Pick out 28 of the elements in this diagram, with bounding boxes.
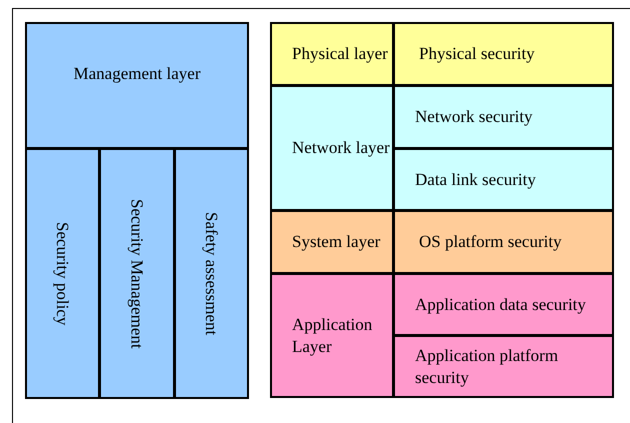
node-label: Safety assessment [201,212,222,336]
column-box [174,148,249,399]
node-label: Security policy [52,222,74,326]
layer-box [270,85,394,211]
security-box [393,210,614,274]
node-label: System layer [292,231,380,253]
node-label: Data link security [415,168,536,190]
node-label: Physical security [419,43,535,65]
security-box [393,22,614,86]
node-label: Application Layer [292,314,374,357]
security-box [393,335,614,398]
node-label: Security Management [126,198,148,348]
node-label: Network layer [292,137,390,159]
layer-box [270,22,394,86]
node-label: Application platform security [415,345,560,388]
column-box [25,148,100,399]
node-label: OS platform security [419,231,562,253]
column-box [99,148,175,399]
node-label: Physical layer [292,43,388,65]
security-box [393,85,614,149]
node-label: Management layer [74,62,200,84]
layer-box [270,273,394,398]
node-label: Application data security [415,294,586,316]
layer-box [25,22,249,149]
node-label: Network security [415,106,533,128]
security-box [393,273,614,336]
security-box [393,148,614,211]
layer-box [270,210,394,274]
